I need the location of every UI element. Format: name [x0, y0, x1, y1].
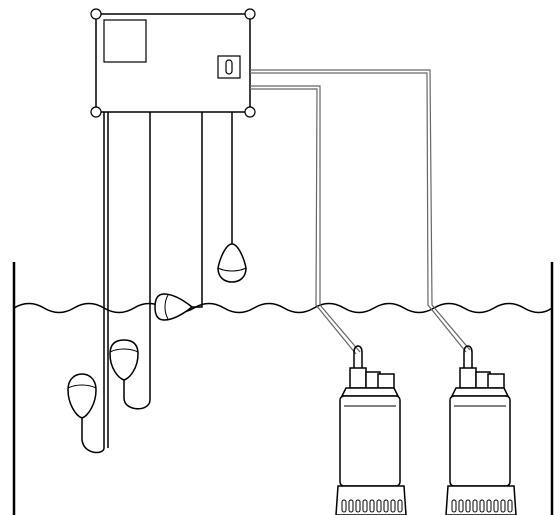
cable-pump-1-b	[250, 88, 357, 355]
power-switch-icon	[217, 55, 241, 79]
submersible-pump-1	[335, 345, 407, 515]
pump-1-body	[339, 395, 401, 487]
float-switch-high	[217, 243, 247, 283]
float-cords	[81, 112, 233, 454]
cable-pump-2-a	[250, 69, 471, 351]
pump-1-neck	[349, 367, 367, 389]
submersible-pump-2	[445, 345, 517, 515]
pump-2-top	[450, 387, 510, 397]
cable-pump-2-b	[250, 72, 467, 353]
pump-2-neck	[459, 367, 477, 389]
mounting-hole-br	[244, 106, 256, 118]
float-switch-middle	[154, 293, 194, 321]
float-switch-upper	[109, 339, 139, 381]
cord-float-middle	[192, 112, 203, 308]
water-surface	[13, 302, 553, 314]
pump-2-outlet-cap	[487, 373, 505, 389]
pump-1-handle	[353, 345, 363, 370]
cable-pump-1-a	[250, 85, 361, 353]
mounting-hole-tl	[90, 8, 102, 20]
cord-float-low	[81, 112, 105, 454]
pump-1-top	[340, 387, 400, 397]
cord-float-upper	[123, 112, 151, 410]
mounting-hole-tr	[244, 8, 256, 20]
float-switch-low	[67, 373, 97, 419]
pump-2-handle	[463, 345, 473, 370]
control-box	[90, 8, 256, 118]
pump-2-body	[449, 395, 511, 487]
display-window-icon	[103, 19, 147, 63]
pump-cables	[250, 69, 471, 355]
pump-1-grille-icon	[341, 499, 403, 513]
mounting-hole-bl	[90, 106, 102, 118]
pump-1-outlet-cap	[377, 373, 395, 389]
tank	[12, 262, 554, 515]
pump-2-grille-icon	[451, 499, 513, 513]
